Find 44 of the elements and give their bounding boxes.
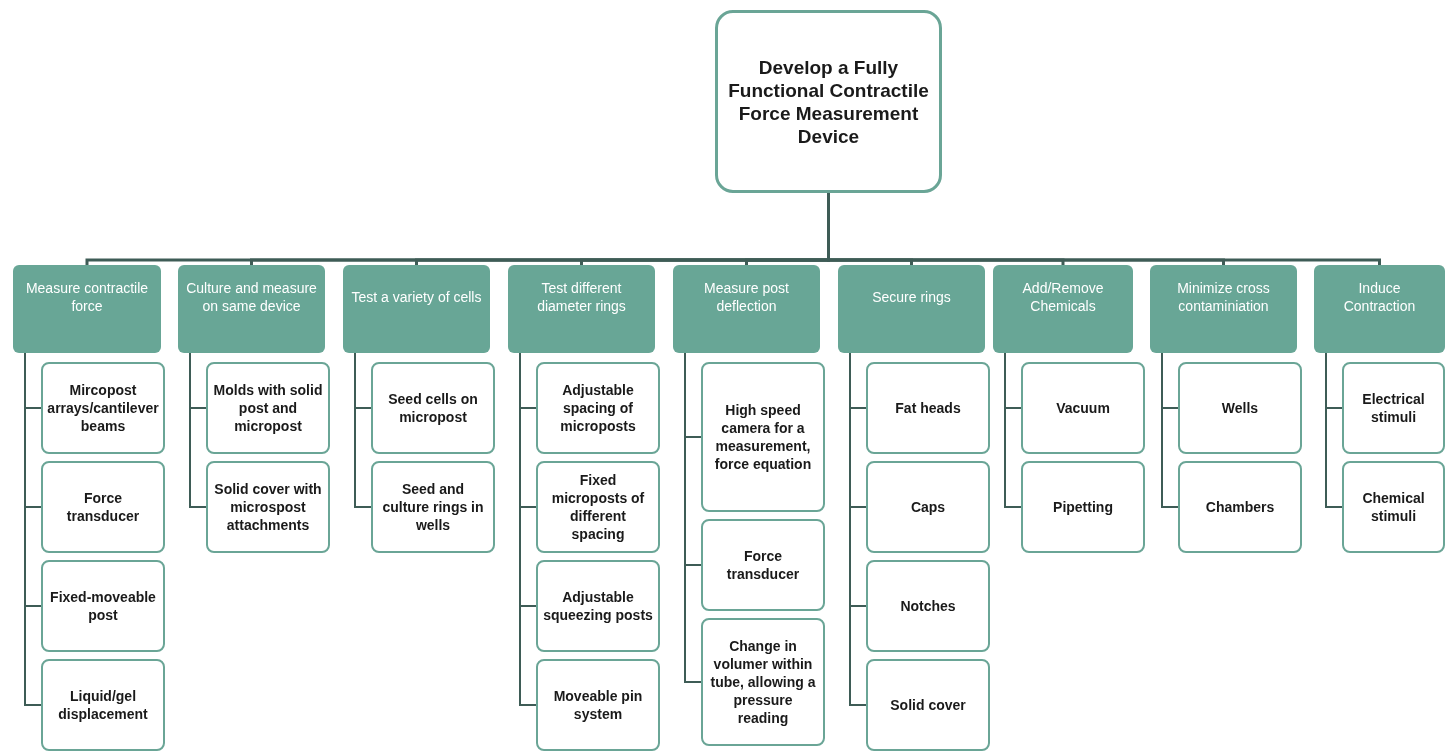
connector-line [1161, 352, 1179, 508]
option-box: Wells [1178, 362, 1302, 454]
connector-line [684, 352, 702, 683]
connector-line [849, 352, 867, 706]
option-box: Chemical stimuli [1342, 461, 1445, 553]
option-box: High speed camera for a measurement, force equation [701, 362, 825, 512]
goal-box: Develop a Fully Functional Contractile Force Measurement Device [715, 10, 942, 193]
connector-line [354, 352, 372, 508]
category-box: Test different diameter rings [508, 265, 655, 353]
category-box: Add/Remove Chemicals [993, 265, 1133, 353]
option-box: Fixed-moveable post [41, 560, 165, 652]
option-box: Molds with solid post and micropost [206, 362, 330, 454]
option-box: Change in volumer within tube, allowing a pressure reading [701, 618, 825, 746]
option-box: Liquid/gel displacement [41, 659, 165, 751]
option-box: Chambers [1178, 461, 1302, 553]
category-box: Secure rings [838, 265, 985, 353]
option-box: Notches [866, 560, 990, 652]
category-box: Minimize cross contaminiation [1150, 265, 1297, 353]
option-box: Seed and culture rings in wells [371, 461, 495, 553]
option-box: Pipetting [1021, 461, 1145, 553]
option-box: Moveable pin system [536, 659, 660, 751]
option-box: Solid cover [866, 659, 990, 751]
option-box: Caps [866, 461, 990, 553]
connector-line [1004, 352, 1022, 508]
category-box: Test a variety of cells [343, 265, 490, 353]
category-box: Culture and measure on same device [178, 265, 325, 353]
category-box: Measure post deflection [673, 265, 820, 353]
category-box: Induce Contraction [1314, 265, 1445, 353]
connector-line [1325, 352, 1343, 508]
option-box: Adjustable spacing of microposts [536, 362, 660, 454]
connector-line [519, 352, 537, 706]
connector-line [24, 352, 42, 706]
option-box: Force transducer [41, 461, 165, 553]
option-box: Vacuum [1021, 362, 1145, 454]
option-box: Adjustable squeezing posts [536, 560, 660, 652]
category-box: Measure contractile force [13, 265, 161, 353]
option-box: Fat heads [866, 362, 990, 454]
option-box: Force transducer [701, 519, 825, 611]
option-box: Fixed microposts of different spacing [536, 461, 660, 553]
option-box: Seed cells on micropost [371, 362, 495, 454]
option-box: Solid cover with microspost attachments [206, 461, 330, 553]
option-box: Mircopost arrays/cantilever beams [41, 362, 165, 454]
connector-line [189, 352, 207, 508]
option-box: Electrical stimuli [1342, 362, 1445, 454]
